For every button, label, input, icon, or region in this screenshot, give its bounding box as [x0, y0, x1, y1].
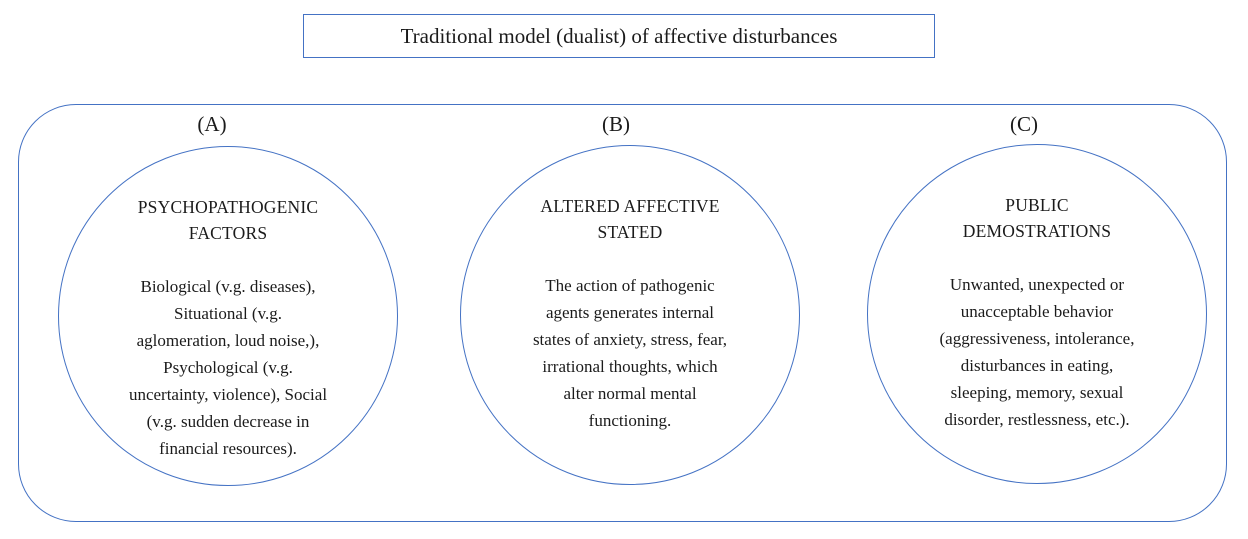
node-label-c: (C) — [1010, 112, 1038, 136]
node-body: Biological (v.g. diseases), Situational … — [128, 277, 328, 458]
node-heading: PUBLIC DEMOSTRATIONS — [962, 195, 1112, 241]
node-heading: ALTERED AFFECTIVE STATED — [540, 196, 720, 242]
diagram-title-box: Traditional model (dualist) of affective… — [303, 14, 935, 58]
node-label-b: (B) — [602, 112, 630, 136]
node-label-a: (A) — [197, 112, 227, 136]
node-circle-altered-affective-stated: ALTERED AFFECTIVE STATED The action of p… — [460, 145, 800, 485]
diagram-title: Traditional model (dualist) of affective… — [400, 23, 838, 48]
node-body: Unwanted, unexpected or unacceptable beh… — [939, 275, 1135, 429]
node-heading: PSYCHOPATHOGENIC FACTORS — [137, 197, 319, 243]
node-circle-public-demostrations: PUBLIC DEMOSTRATIONS Unwanted, unexpecte… — [867, 144, 1207, 484]
node-body: The action of pathogenic agents generate… — [532, 276, 728, 430]
node-circle-psychopathogenic-factors: PSYCHOPATHOGENIC FACTORS Biological (v.g… — [58, 146, 398, 486]
